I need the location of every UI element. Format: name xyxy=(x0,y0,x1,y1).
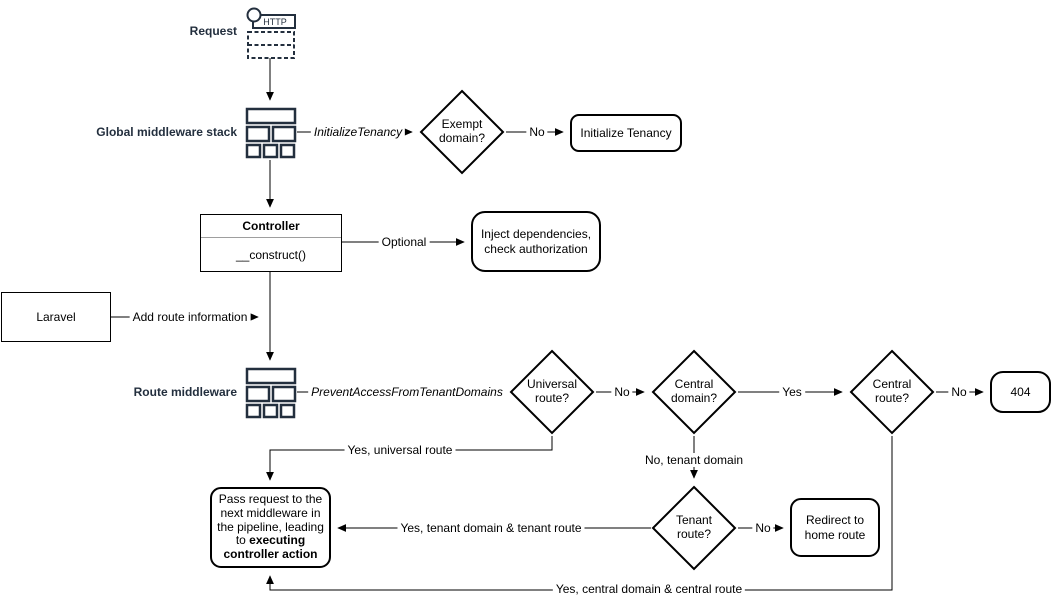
pass-request-normal: Pass request to the next middleware in t… xyxy=(217,491,324,548)
pass-request-bold: executing controller action xyxy=(223,533,318,562)
edge-label-tenant-yes: Yes, tenant domain & tenant route xyxy=(397,521,585,535)
http-icon-label: HTTP xyxy=(263,17,287,27)
edge-label-central-domain-yes: Yes xyxy=(779,385,805,399)
request-label: Request xyxy=(189,24,237,38)
http-request-icon: HTTP xyxy=(246,7,296,59)
route-middleware-stack-icon xyxy=(245,367,297,419)
route-middleware-label: Route middleware xyxy=(133,385,237,399)
edge-label-universal-yes: Yes, universal route xyxy=(344,443,456,457)
controller-construct: __construct() xyxy=(235,247,307,262)
edge-label-no-tenant-domain: No, tenant domain xyxy=(641,453,747,467)
global-middleware-stack-label: Global middleware stack xyxy=(96,125,237,139)
edge-label-initialize-tenancy: InitializeTenancy xyxy=(310,125,406,139)
central-domain-decision: Central domain? xyxy=(651,349,737,435)
exempt-domain-label: Exempt domain? xyxy=(438,117,486,145)
central-route-label: Central route? xyxy=(872,377,912,405)
pass-request-box: Pass request to the next middleware in t… xyxy=(210,487,331,568)
pass-request-text: Pass request to the next middleware in t… xyxy=(216,491,325,563)
edge-label-optional: Optional xyxy=(378,235,430,249)
edge-label-universal-no: No xyxy=(611,385,633,399)
not-found-box: 404 xyxy=(990,371,1051,413)
initialize-tenancy-box: Initialize Tenancy xyxy=(570,114,682,152)
tenant-route-label: Tenant route? xyxy=(675,513,713,541)
middleware-stack-icon xyxy=(245,107,297,159)
laravel-box: Laravel xyxy=(1,292,111,342)
tenant-route-decision: Tenant route? xyxy=(651,485,737,571)
central-domain-label: Central domain? xyxy=(670,377,718,405)
edge-label-add-route-information: Add route information xyxy=(129,310,251,324)
universal-route-label: Universal route? xyxy=(526,377,577,405)
inject-dependencies-box: Inject dependencies, check authorization xyxy=(471,211,601,272)
edge-label-central-route-no: No xyxy=(948,385,970,399)
central-route-decision: Central route? xyxy=(849,349,935,435)
edge-label-prevent-access: PreventAccessFromTenantDomains xyxy=(308,385,506,399)
controller-box: Controller __construct() xyxy=(200,214,342,272)
redirect-home-box: Redirect to home route xyxy=(790,498,880,557)
edge-label-exempt-no: No xyxy=(526,125,548,139)
edge-label-tenant-no: No xyxy=(752,521,774,535)
controller-title: Controller xyxy=(201,215,341,238)
edge-label-central-route-yes: Yes, central domain & central route xyxy=(552,582,746,596)
universal-route-decision: Universal route? xyxy=(509,349,595,435)
exempt-domain-decision: Exempt domain? xyxy=(419,89,505,175)
